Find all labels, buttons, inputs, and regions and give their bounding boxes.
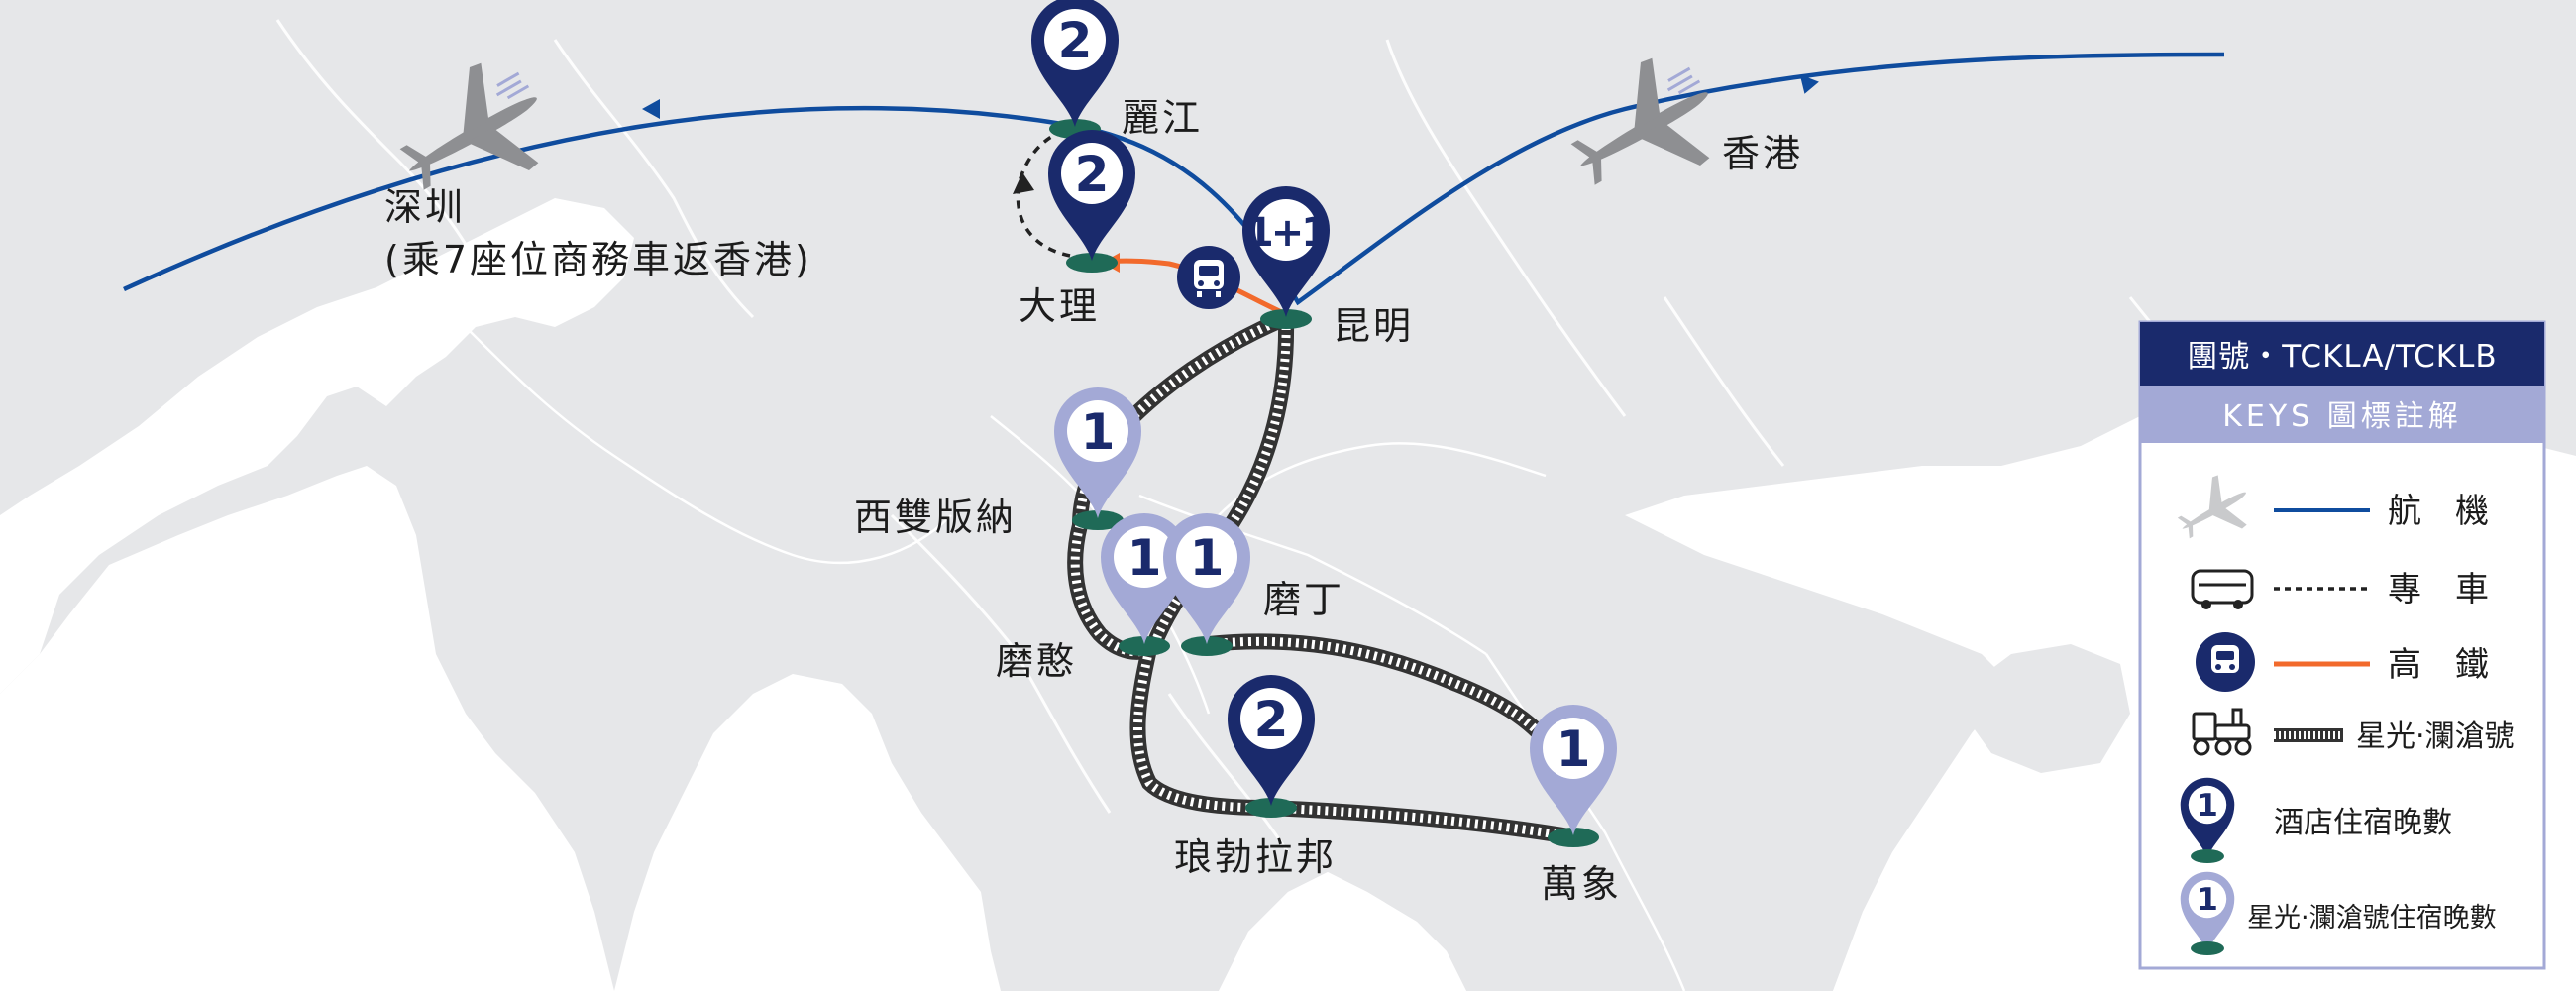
city-label-mohan: 磨憨 <box>996 639 1077 683</box>
pin-luang-prabang: 2 <box>1228 675 1315 806</box>
city-label-dali: 大理 <box>1019 284 1100 328</box>
city-label-boten: 磨丁 <box>1263 578 1344 621</box>
city-label-vientiane: 萬象 <box>1541 862 1622 906</box>
pin-xishuangbanna: 1 <box>1054 387 1141 518</box>
van-icon <box>2191 569 2254 609</box>
pin-number: 2 <box>1254 691 1289 748</box>
hsr-train-icon <box>1177 246 1240 309</box>
city-note-shenzhen: (乘7座位商務車返香港) <box>384 238 812 281</box>
pin-number: 1 <box>1127 529 1162 587</box>
train-icon <box>2196 632 2255 692</box>
legend-header <box>2140 322 2544 386</box>
pin-mohan: 1 <box>1101 513 1188 644</box>
map-pin-icon: 1 <box>2180 871 2235 953</box>
city-label-hongkong: 香港 <box>1722 132 1803 175</box>
city-label-shenzhen: 深圳 <box>384 185 466 229</box>
pin-number: 2 <box>1075 146 1110 203</box>
legend-group-code: 團號・TCKLA/TCKLB <box>2187 339 2497 375</box>
pin-dali: 2 <box>1048 130 1135 261</box>
legend-panel: 團號・TCKLA/TCKLB KEYS 圖標註解 航 機 專 <box>2138 320 2546 970</box>
legend-row-hsr: 高 鐵 <box>2196 632 2489 692</box>
legend-row-train-nights: 1 星光‧瀾滄號住宿晚數 <box>2180 871 2497 955</box>
island-hainan <box>1967 644 2130 773</box>
pin-boten: 1 <box>1163 513 1250 644</box>
legend-label-van: 專 車 <box>2388 570 2489 609</box>
pin-bases <box>1049 119 1599 847</box>
city-label-luang-prabang: 琅勃拉邦 <box>1174 835 1337 879</box>
railway-layer <box>1067 311 1577 845</box>
pin-number: 1 <box>2197 882 2218 918</box>
legend-row-hotel-nights: 1 酒店住宿晚數 <box>2180 777 2452 863</box>
airplane-icon <box>2177 475 2247 539</box>
legend-title: KEYS 圖標註解 <box>2222 399 2462 434</box>
city-label-xishuangbanna: 西雙版納 <box>854 496 1017 539</box>
legend-label-flight: 航 機 <box>2388 492 2489 531</box>
legend-row-van: 專 車 <box>2191 569 2489 609</box>
legend-subheader <box>2140 386 2544 443</box>
legend-label-train: 星光‧瀾滄號 <box>2356 719 2515 754</box>
pin-number: 1 <box>1556 720 1591 778</box>
legend-label-hsr: 高 鐵 <box>2388 645 2489 685</box>
legend-row-flight: 航 機 <box>2177 475 2489 539</box>
airplane-icon-hongkong <box>1570 57 1710 185</box>
legend-label-hotel-nights: 酒店住宿晚數 <box>2274 806 2452 840</box>
flight-arrow-left <box>642 99 660 119</box>
city-label-kunming: 昆明 <box>1333 304 1414 348</box>
pin-lijiang: 2 <box>1031 0 1119 127</box>
legend-row-train: 星光‧瀾滄號 <box>2192 708 2515 756</box>
van-arrow <box>1013 172 1034 194</box>
flight-arrow-right <box>1799 74 1819 94</box>
map-pin-icon: 1 <box>2180 777 2235 859</box>
sea-gulf <box>1219 872 1466 991</box>
pin-number: 1 <box>2197 788 2218 824</box>
pin-vientiane: 1 <box>1530 705 1617 835</box>
city-label-lijiang: 麗江 <box>1122 96 1203 140</box>
sea-west <box>0 466 614 991</box>
legend-label-train-nights: 星光‧瀾滄號住宿晚數 <box>2247 903 2497 934</box>
pin-number: 1 <box>1190 529 1225 587</box>
pin-number: 1+1 <box>1246 210 1327 256</box>
pin-kunming: 1+1 <box>1242 186 1330 317</box>
pin-number: 2 <box>1058 12 1093 69</box>
airplane-icon-shenzhen <box>399 62 539 190</box>
steam-locomotive-icon <box>2192 708 2252 756</box>
pin-number: 1 <box>1081 403 1116 461</box>
